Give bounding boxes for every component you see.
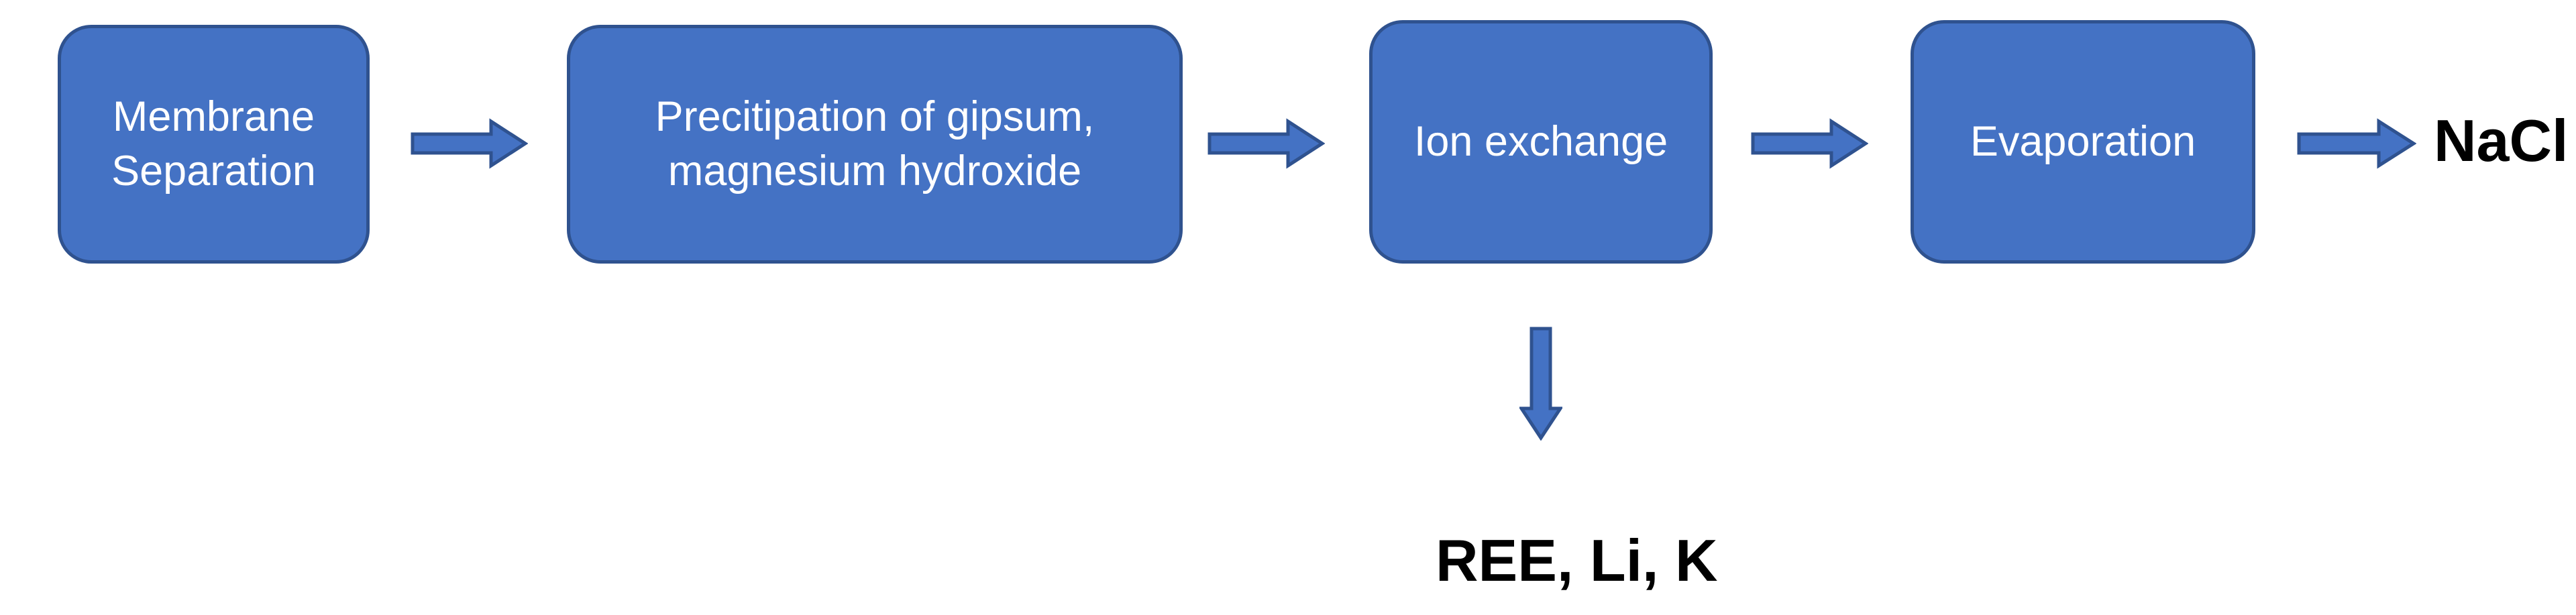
arrow-right-icon [2297, 113, 2416, 174]
process-box-label: Membrane Separation [111, 93, 316, 194]
arrow-right-icon [1208, 113, 1325, 174]
output-label-ree-li-k: REE, Li, K [1436, 527, 1718, 594]
process-box-label: Ion exchange [1413, 118, 1668, 166]
arrow-right-icon [1751, 113, 1868, 174]
process-box-label: Precitipation of gipsum, magnesium hydro… [655, 93, 1095, 194]
process-box-ion-exchange: Ion exchange [1369, 20, 1713, 264]
output-label-nacl: NaCl [2434, 107, 2569, 174]
process-box-label: Evaporation [1970, 118, 2196, 166]
arrow-down-icon [1519, 327, 1562, 441]
process-box-membrane-separation: Membrane Separation [58, 25, 370, 264]
process-box-evaporation: Evaporation [1911, 20, 2255, 264]
process-box-precipitation: Precitipation of gipsum, magnesium hydro… [567, 25, 1183, 264]
arrow-right-icon [411, 113, 528, 174]
